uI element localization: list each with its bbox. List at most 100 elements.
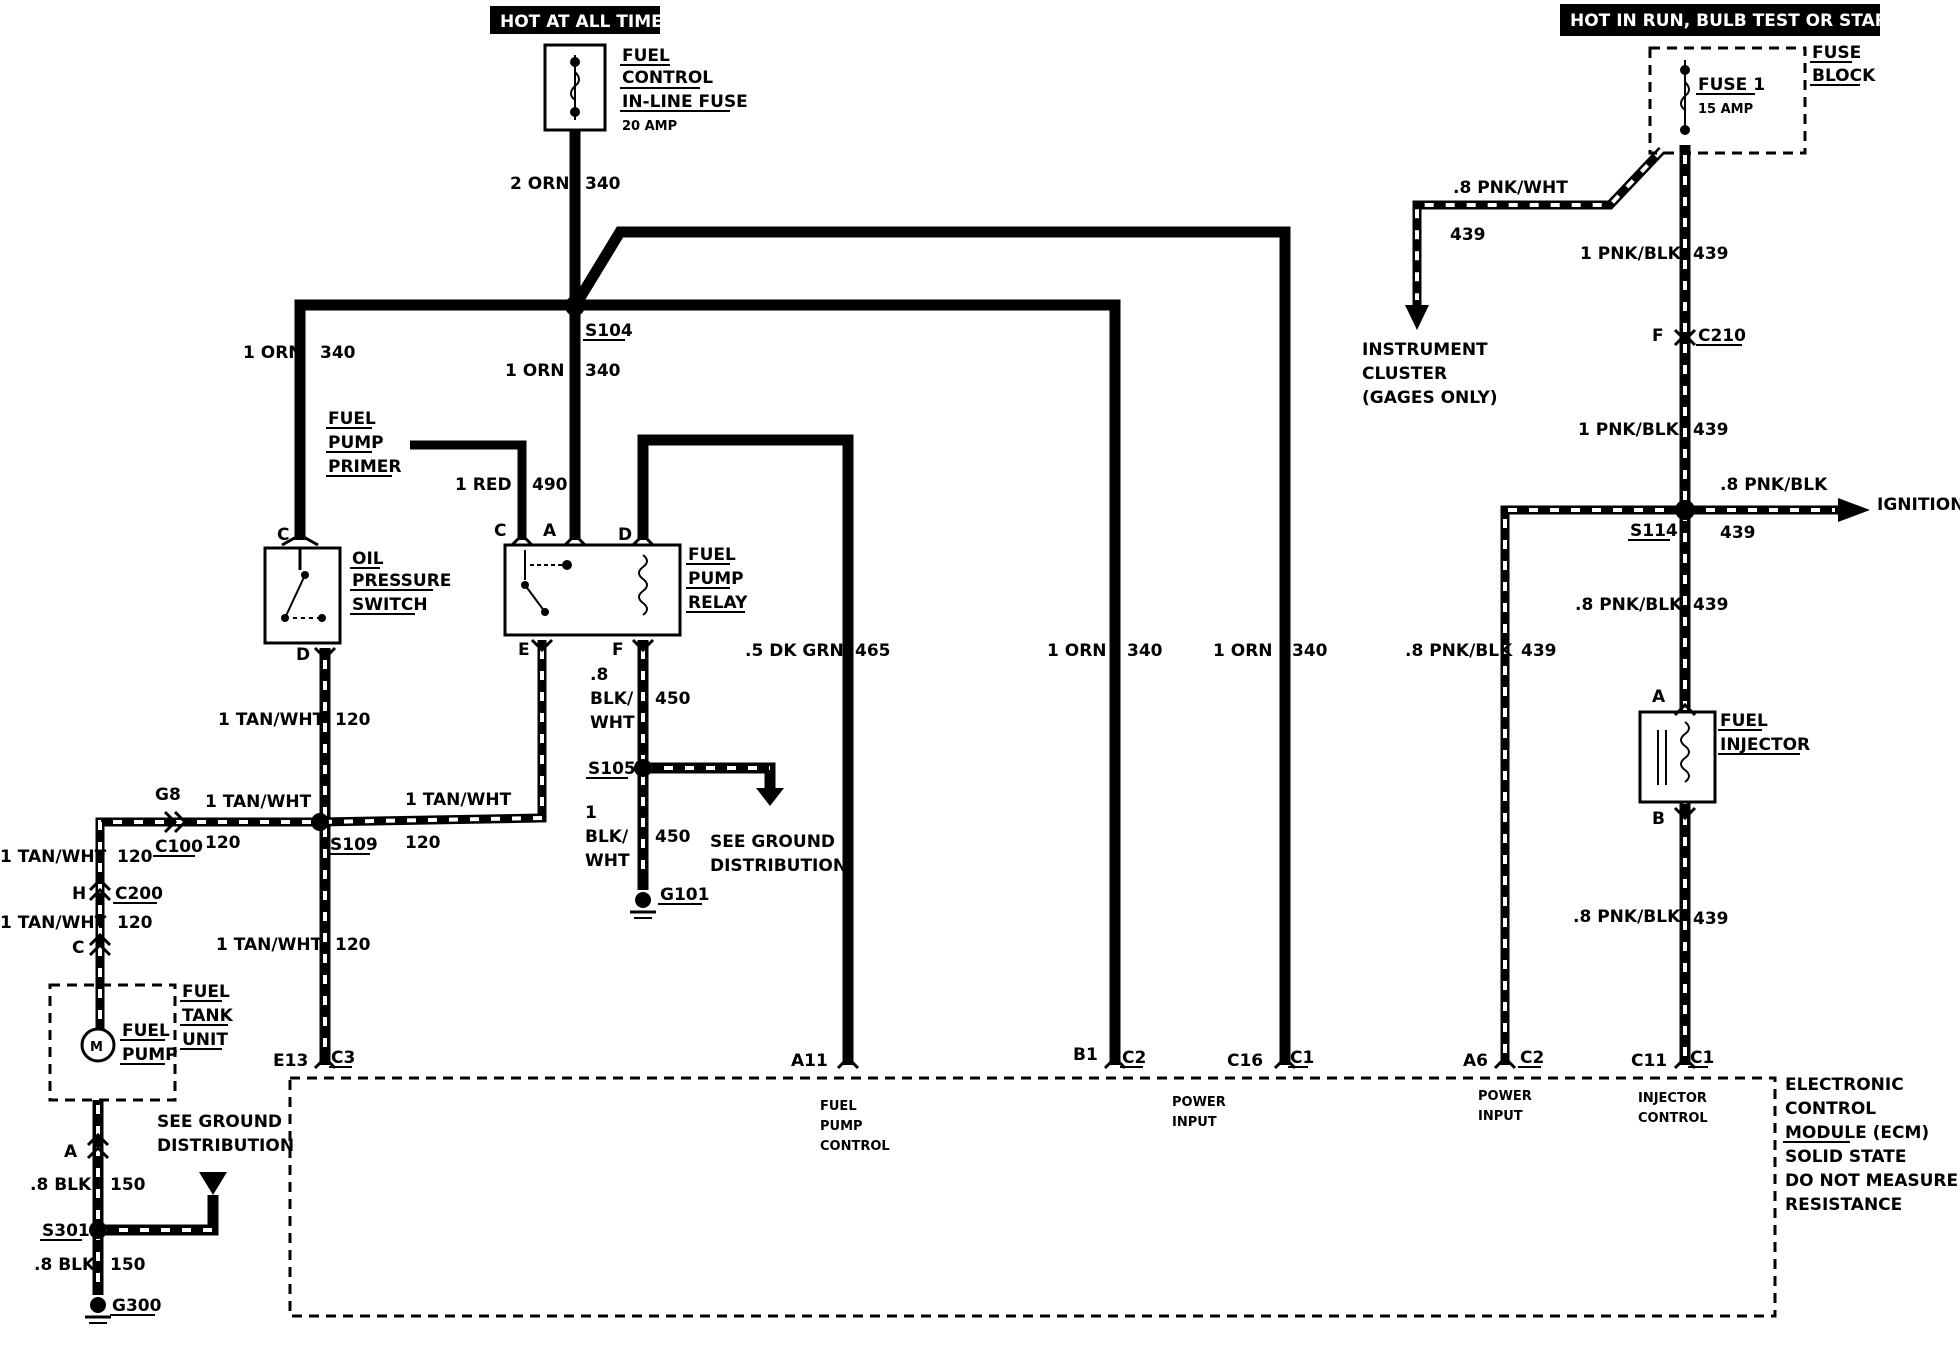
fuel-pump-relay-label-2: PUMP bbox=[688, 569, 744, 589]
fuel-tank-unit-icon: M bbox=[48, 983, 177, 1102]
fuel-pump-label-1: FUEL bbox=[122, 1021, 170, 1041]
c200-bot-circuit: 120 bbox=[117, 913, 153, 933]
a6-c2-label: C2 bbox=[1520, 1048, 1544, 1068]
relay-e-label: E bbox=[518, 640, 530, 660]
fuel-injector-label-2: INJECTOR bbox=[1720, 735, 1810, 755]
injector-b-label: B bbox=[1652, 809, 1665, 829]
ecm-pin-injector-control-1: INJECTOR bbox=[1638, 1091, 1707, 1106]
fuel-control-fuse-label-3: IN-LINE FUSE bbox=[622, 92, 748, 112]
to-c3-gauge: 1 TAN/WHT bbox=[216, 935, 323, 955]
c210-f-label: F bbox=[1652, 326, 1664, 346]
relay-f-out-gauge-1: .8 bbox=[590, 665, 608, 685]
fuel-pump-primer-label-3: PRIMER bbox=[328, 457, 402, 477]
oil-c-label: C bbox=[277, 525, 289, 545]
s114-label: S114 bbox=[1630, 521, 1678, 541]
fuse1-rating: 15 AMP bbox=[1698, 102, 1753, 117]
s104-dot bbox=[565, 296, 585, 316]
c16-feed-circuit: 340 bbox=[1292, 641, 1328, 661]
fuse-block-label-1: FUSE bbox=[1812, 43, 1861, 63]
to-g101-gauge-2: BLK/ bbox=[585, 827, 629, 847]
c3-label: C3 bbox=[331, 1048, 355, 1068]
s301-dot bbox=[89, 1221, 107, 1239]
c16-feed-gauge: 1 ORN bbox=[1213, 641, 1273, 661]
fuel-pump-label-2: PUMP bbox=[122, 1045, 178, 1065]
c210-label: C210 bbox=[1698, 326, 1746, 346]
ecm-pin-power-input-2a: POWER bbox=[1478, 1089, 1532, 1104]
relay-feed-circuit: 340 bbox=[585, 361, 621, 381]
ignition-gauge: .8 PNK/BLK bbox=[1720, 475, 1828, 495]
ecm-pin-power-input-2b: INPUT bbox=[1478, 1109, 1523, 1124]
c200-bot-gauge: 1 TAN/WHT bbox=[0, 913, 107, 933]
oil-feed-gauge: 1 ORN bbox=[243, 343, 303, 363]
primer-circuit: 490 bbox=[532, 475, 568, 495]
c200-label: C200 bbox=[115, 884, 163, 904]
relay-e-wire-gauge: 1 TAN/WHT bbox=[405, 790, 512, 810]
ecm-label-5: DO NOT MEASURE bbox=[1785, 1171, 1958, 1191]
oil-out-circuit: 120 bbox=[335, 710, 371, 730]
c16-label: C16 bbox=[1227, 1051, 1263, 1071]
injector-out-gauge: .8 PNK/BLK bbox=[1573, 907, 1681, 927]
s109-dot bbox=[311, 813, 329, 831]
c16-c1-label: C1 bbox=[1290, 1048, 1314, 1068]
fuel-tank-c-label: C bbox=[72, 938, 84, 958]
fuel-control-fuse-label-2: CONTROL bbox=[622, 68, 713, 88]
fuel-pump-primer-label-2: PUMP bbox=[328, 433, 384, 453]
relay-f-out-gauge-3: WHT bbox=[590, 713, 635, 733]
wire-labels: 2 ORN 340 1 ORN 340 1 ORN 340 1 RED 490 … bbox=[0, 174, 1828, 1275]
relay-f-out-circuit: 450 bbox=[655, 689, 691, 709]
ecm-pin-power-input-1a: POWER bbox=[1172, 1095, 1226, 1110]
to-g300-gauge: .8 BLK bbox=[34, 1255, 96, 1275]
injector-in-circuit: 439 bbox=[1693, 595, 1729, 615]
fuse-out-gauge: 2 ORN bbox=[510, 174, 570, 194]
e13-label: E13 bbox=[273, 1051, 308, 1071]
connector-chevrons bbox=[86, 328, 1697, 1160]
instrument-cluster-label-2: CLUSTER bbox=[1362, 364, 1447, 384]
banner-hot-in-run-text: HOT IN RUN, BULB TEST OR START bbox=[1570, 11, 1899, 31]
c100-circuit: 120 bbox=[205, 833, 241, 853]
relay-f-label: F bbox=[612, 640, 624, 660]
oil-feed-circuit: 340 bbox=[320, 343, 356, 363]
splice-labels: S104 S105 S109 S114 S301 G101 G300 bbox=[42, 321, 1678, 1316]
fuse1-label: FUSE 1 bbox=[1698, 75, 1765, 95]
fuel-tank-unit-label-1: FUEL bbox=[182, 982, 230, 1002]
see-ground-1-label-1: SEE GROUND bbox=[157, 1112, 282, 1132]
tank-a-out-gauge: .8 BLK bbox=[30, 1175, 92, 1195]
fuse1-out-circuit: 439 bbox=[1693, 244, 1729, 264]
see-ground-1-label-2: DISTRIBUTION bbox=[157, 1136, 294, 1156]
ecm-label-3: MODULE (ECM) bbox=[1785, 1123, 1929, 1143]
ecm-icon bbox=[288, 1076, 1777, 1318]
g8-wire-gauge: 1 TAN/WHT bbox=[205, 792, 312, 812]
fuel-injector-label-1: FUEL bbox=[1720, 711, 1768, 731]
wires-stripes bbox=[96, 148, 1835, 1290]
oil-pressure-switch-label-1: OIL bbox=[352, 549, 384, 569]
see-ground-2-label-2: DISTRIBUTION bbox=[710, 856, 847, 876]
ecm-pin-injector-control-2: CONTROL bbox=[1638, 1111, 1708, 1126]
connector-labels: F C210 G8 C100 H C200 C A C D C A D E F … bbox=[64, 326, 1746, 1162]
fuel-tank-a-label: A bbox=[64, 1142, 78, 1162]
primer-gauge: 1 RED bbox=[455, 475, 512, 495]
injector-out-circuit: 439 bbox=[1693, 909, 1729, 929]
label-underlines bbox=[40, 61, 1860, 1316]
tank-a-out-circuit: 150 bbox=[110, 1175, 146, 1195]
to-g101-gauge-1: 1 bbox=[585, 803, 597, 823]
fuse1-out-gauge: 1 PNK/BLK bbox=[1580, 244, 1682, 264]
injector-a-label: A bbox=[1652, 687, 1666, 707]
ecm-pin-fuel-pump-control-1: FUEL bbox=[820, 1099, 857, 1114]
relay-a-label: A bbox=[543, 521, 557, 541]
fuel-pump-relay-label-1: FUEL bbox=[688, 545, 736, 565]
relay-d-out-circuit: 465 bbox=[855, 641, 891, 661]
cluster-circuit: 439 bbox=[1450, 225, 1486, 245]
c210-out-gauge: 1 PNK/BLK bbox=[1578, 420, 1680, 440]
s301-label: S301 bbox=[42, 1221, 90, 1241]
c200-top-gauge: 1 TAN/WHT bbox=[0, 847, 107, 867]
oil-d-label: D bbox=[296, 645, 310, 665]
ecm-pin-power-input-1b: INPUT bbox=[1172, 1115, 1217, 1130]
relay-d-out-gauge: .5 DK GRN bbox=[745, 641, 844, 661]
a11-label: A11 bbox=[791, 1051, 828, 1071]
g300-label: G300 bbox=[112, 1296, 162, 1316]
fuel-pump-relay-icon bbox=[503, 543, 682, 637]
a6-feed-circuit: 439 bbox=[1521, 641, 1557, 661]
oil-pressure-switch-label-3: SWITCH bbox=[352, 595, 428, 615]
s114-circuit: 439 bbox=[1720, 523, 1756, 543]
fuel-tank-unit-label-3: UNIT bbox=[182, 1030, 228, 1050]
